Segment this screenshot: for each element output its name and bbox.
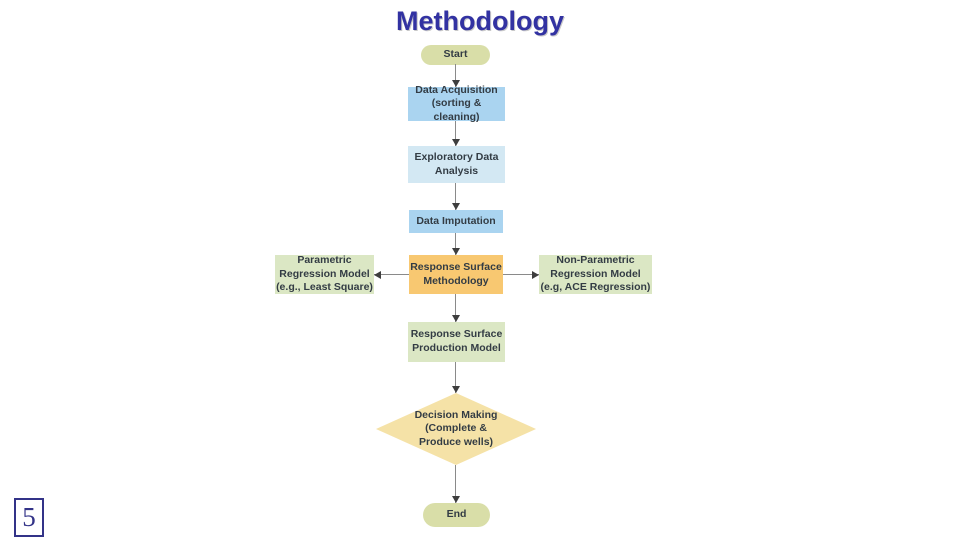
arrow-eda-to-imputation bbox=[451, 183, 460, 210]
flow-node-exploratory-data-analysis: Exploratory Data Analysis bbox=[408, 146, 505, 183]
arrow-rsm-to-production-model bbox=[451, 294, 460, 322]
flow-node-start: Start bbox=[421, 45, 490, 65]
page-number-box: 5 bbox=[14, 498, 44, 537]
arrow-decision-to-end bbox=[451, 465, 460, 503]
flow-node-non-parametric-regression: Non-Parametric Regression Model (e.g, AC… bbox=[539, 254, 652, 294]
page-number: 5 bbox=[22, 502, 36, 532]
arrow-acquisition-to-eda bbox=[451, 121, 460, 146]
arrow-rsm-to-non-parametric bbox=[503, 270, 539, 279]
arrow-imputation-to-rsm bbox=[451, 233, 460, 255]
flow-node-parametric-regression: Parametric Regression Model (e.g., Least… bbox=[275, 254, 374, 294]
arrow-start-to-acquisition bbox=[451, 64, 460, 87]
flow-node-response-surface-production-model: Response Surface Production Model bbox=[408, 322, 505, 362]
flow-node-data-imputation: Data Imputation bbox=[409, 210, 503, 233]
arrow-rsm-to-parametric bbox=[374, 270, 409, 279]
flow-node-decision-making: Decision Making (Complete & Produce well… bbox=[376, 393, 536, 465]
flow-node-end: End bbox=[423, 503, 490, 527]
arrow-production-model-to-decision bbox=[451, 362, 460, 393]
page-title: Methodology bbox=[396, 6, 564, 36]
flow-node-response-surface-methodology: Response Surface Methodology bbox=[409, 255, 503, 294]
flow-node-data-acquisition: Data Acquisition (sorting & cleaning) bbox=[408, 84, 505, 123]
